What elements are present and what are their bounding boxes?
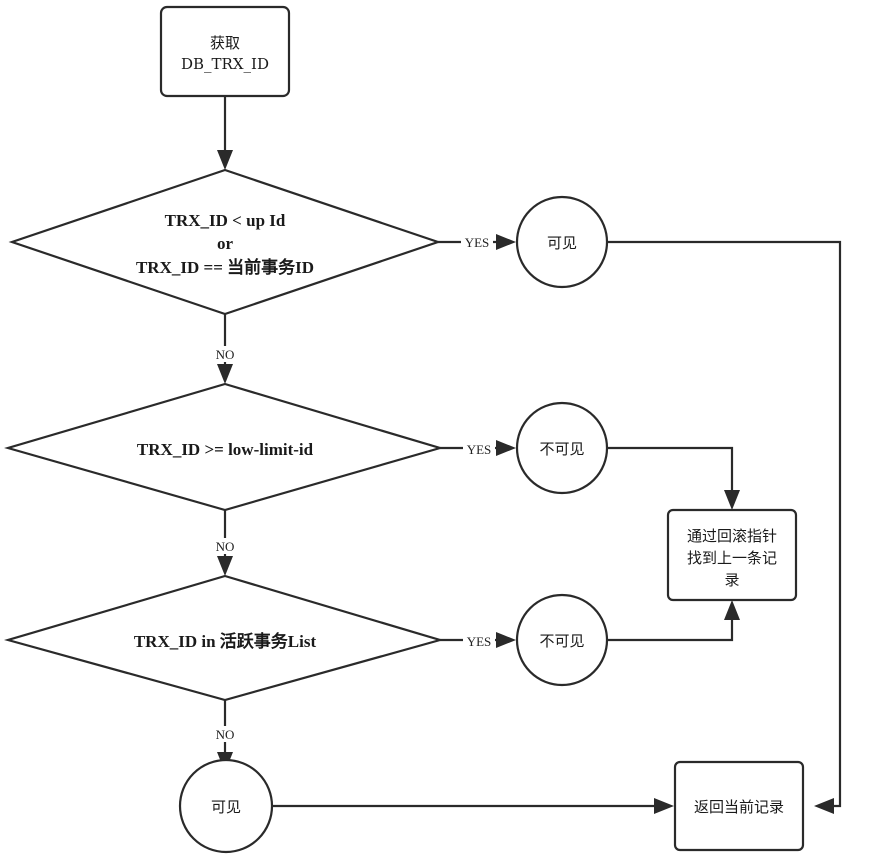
rollback-node: 通过回滚指针 找到上一条记 录 <box>666 508 798 602</box>
start-node-label-line1: 获取 <box>210 34 240 52</box>
edge-invisible1-to-rollback <box>606 446 734 498</box>
decision3-node: TRX_ID in 活跃事务List <box>3 574 444 702</box>
visible1-label: 可见 <box>547 234 577 252</box>
arrowhead-down-icon <box>217 150 233 170</box>
edge-label-no: NO <box>216 539 235 554</box>
invisible1-node: 不可见 <box>515 401 609 495</box>
decision3-label: TRX_ID in 活跃事务List <box>134 631 317 651</box>
arrowhead-right-icon <box>496 632 516 648</box>
visible2-node: 可见 <box>178 758 274 854</box>
arrowhead-up-icon <box>724 600 740 620</box>
start-node: 获取 DB_TRX_ID <box>159 5 291 98</box>
edge-label-yes: YES <box>465 235 490 250</box>
visible2-label: 可见 <box>211 798 241 816</box>
invisible2-node: 不可见 <box>515 593 609 687</box>
visible1-node: 可见 <box>515 195 609 289</box>
edge-invisible2-to-rollback <box>606 614 734 642</box>
rollback-label-line3: 录 <box>724 571 739 589</box>
arrowhead-right-icon <box>496 440 516 456</box>
rollback-label-line2: 找到上一条记 <box>687 549 777 567</box>
decision2-node: TRX_ID >= low-limit-id <box>4 382 444 512</box>
arrowheads <box>217 150 834 814</box>
decision1-label-line2: or <box>217 234 234 253</box>
arrowhead-left-icon <box>814 798 834 814</box>
decision2-label: TRX_ID >= low-limit-id <box>137 440 314 459</box>
decision1-label-line1: TRX_ID < up Id <box>165 211 286 230</box>
edge-label-no: NO <box>216 347 235 362</box>
arrowhead-down-icon <box>217 364 233 384</box>
edge-labels: YES NO YES NO YES NO <box>211 234 495 742</box>
invisible2-label: 不可见 <box>539 632 584 650</box>
return-label: 返回当前记录 <box>694 798 784 816</box>
decision1-node: TRX_ID < up Id or TRX_ID == 当前事务ID <box>8 168 442 316</box>
arrowhead-right-icon <box>654 798 674 814</box>
edge-label-no: NO <box>216 727 235 742</box>
rollback-label-line1: 通过回滚指针 <box>687 527 777 545</box>
invisible1-label: 不可见 <box>539 440 584 458</box>
arrowhead-right-icon <box>496 234 516 250</box>
edge-label-yes: YES <box>467 442 492 457</box>
arrowhead-down-icon <box>217 556 233 576</box>
return-node: 返回当前记录 <box>673 760 805 852</box>
start-node-label-line2: DB_TRX_ID <box>181 55 269 73</box>
arrowhead-down-icon <box>724 490 740 510</box>
edge-label-yes: YES <box>467 634 492 649</box>
decision1-label-line3: TRX_ID == 当前事务ID <box>136 257 314 277</box>
